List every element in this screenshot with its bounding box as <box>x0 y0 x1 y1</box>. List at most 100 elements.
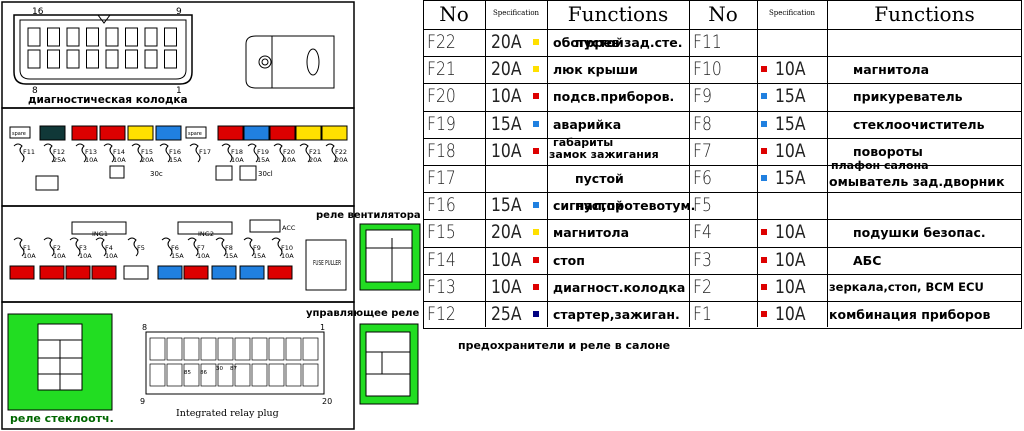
fuse-body <box>127 125 154 141</box>
fuse-label: F17 <box>199 148 211 156</box>
fuse-label: F8 <box>225 244 233 252</box>
col-line <box>827 0 828 327</box>
fuse-body <box>65 265 91 280</box>
fuse-amperage: 10A <box>775 303 806 325</box>
color-swatch <box>533 66 539 73</box>
plug-cell <box>234 363 251 387</box>
color-swatch <box>533 93 539 100</box>
fuse-label: F10 <box>281 244 293 252</box>
fuse-label: 15A <box>225 252 238 260</box>
fuse-label: F1 <box>23 244 31 252</box>
fuse-label: F9 <box>253 244 261 252</box>
fuse-label: F4 <box>105 244 113 252</box>
diag-pin16-label: 16 <box>32 7 44 17</box>
fuse-number: F14 <box>427 248 456 271</box>
terminal-box <box>215 165 233 181</box>
fuse-label: 10A <box>113 156 126 164</box>
table-border <box>423 0 1022 329</box>
fuse-amperage: 10A <box>491 248 522 271</box>
spare-slot <box>9 126 31 139</box>
color-swatch <box>761 283 767 290</box>
fuse-label: 10A <box>53 252 66 260</box>
fuse-clip <box>13 143 25 163</box>
fuse-number: F5 <box>693 194 712 217</box>
fuse-amperage: 15A <box>775 167 806 189</box>
obd-pin <box>105 27 119 47</box>
header-spec: Specification <box>492 9 540 17</box>
terminal-box <box>239 165 257 181</box>
fuse-function: прикуреватель <box>853 89 963 105</box>
color-swatch <box>533 147 539 154</box>
fuse-label: 10A <box>23 252 36 260</box>
terminal-box <box>109 165 125 179</box>
fuse-body <box>217 125 244 141</box>
fuse-number: F6 <box>693 167 712 189</box>
fuse-function: люк крыши <box>553 62 638 78</box>
plug-cell <box>285 337 302 361</box>
plug-cell <box>200 363 217 387</box>
fuse-label: F18 <box>231 148 243 156</box>
fuse-body <box>183 265 209 280</box>
header-spec: Specification <box>768 9 816 17</box>
color-swatch <box>533 229 539 236</box>
fuse-puller[interactable]: FUSE PULLER <box>305 239 347 291</box>
side-connector <box>245 35 335 89</box>
fuse-number: F7 <box>693 139 712 162</box>
header-functions: Functions <box>874 2 975 26</box>
fuse-body <box>123 265 149 280</box>
color-swatch <box>761 256 767 263</box>
plug-cell <box>268 363 285 387</box>
fuse-body <box>91 265 117 280</box>
fuse-clip <box>247 143 259 163</box>
fuse-clip <box>189 143 201 163</box>
fuse-function: диагност.колодка <box>553 279 686 295</box>
fuse-number: F16 <box>427 194 456 217</box>
fuse-label: 15A <box>257 156 270 164</box>
col-line <box>689 0 690 327</box>
window-relay <box>7 313 113 411</box>
plug-cell <box>251 337 268 361</box>
fuse-clip <box>75 143 87 163</box>
fuse-function: омыватель зад.дворник <box>829 174 1005 189</box>
plug-87-label: 87 <box>230 366 237 372</box>
fuse-clip <box>243 237 255 257</box>
plug-cell <box>217 363 234 387</box>
fuse-clip <box>95 237 107 257</box>
fuse-label: 10A <box>85 156 98 164</box>
diag-connector-label: диагностическая колодка <box>28 94 188 106</box>
plug-cell <box>234 337 251 361</box>
fuse-number: F11 <box>693 31 722 53</box>
fuse-clip <box>127 237 139 257</box>
col-line <box>757 0 758 327</box>
fuse-amperage: 15A <box>775 112 806 135</box>
fuse-label: 15A <box>171 252 184 260</box>
obd-pin <box>125 27 138 47</box>
fuse-label: 15A <box>169 156 182 164</box>
diagnostic-connector <box>13 14 193 85</box>
fuse-clip <box>43 143 55 163</box>
fuse-number: F13 <box>427 275 456 298</box>
fuse-label: F2 <box>53 244 61 252</box>
fuse-label: F7 <box>197 244 205 252</box>
color-swatch <box>761 311 767 317</box>
fan-relay-label: реле вентилятора <box>316 210 421 221</box>
fuse-body <box>243 125 270 141</box>
fuse-function: подсв.приборов. <box>553 89 675 105</box>
fuse-function: сигнал,протевотум. <box>553 198 696 214</box>
fuse-label: 20A <box>335 156 348 164</box>
fuse-function: пустой <box>575 35 624 50</box>
fuse-amperage: 15A <box>491 194 522 217</box>
obd-pin <box>144 49 158 69</box>
fuse-amperage: 10A <box>775 275 806 298</box>
obd-pin <box>86 27 99 47</box>
row-line <box>423 137 1022 139</box>
fuse-function: аварийка <box>553 116 622 132</box>
fuse-number: F22 <box>427 31 456 53</box>
obd-pin <box>47 27 60 47</box>
fuse-function: пустой <box>575 198 624 214</box>
row-line <box>423 301 1022 302</box>
color-swatch <box>533 120 539 127</box>
f18-extra-note: замок зажигания <box>549 147 659 161</box>
plug-cell <box>302 363 319 387</box>
fuse-label: 20A <box>141 156 154 164</box>
